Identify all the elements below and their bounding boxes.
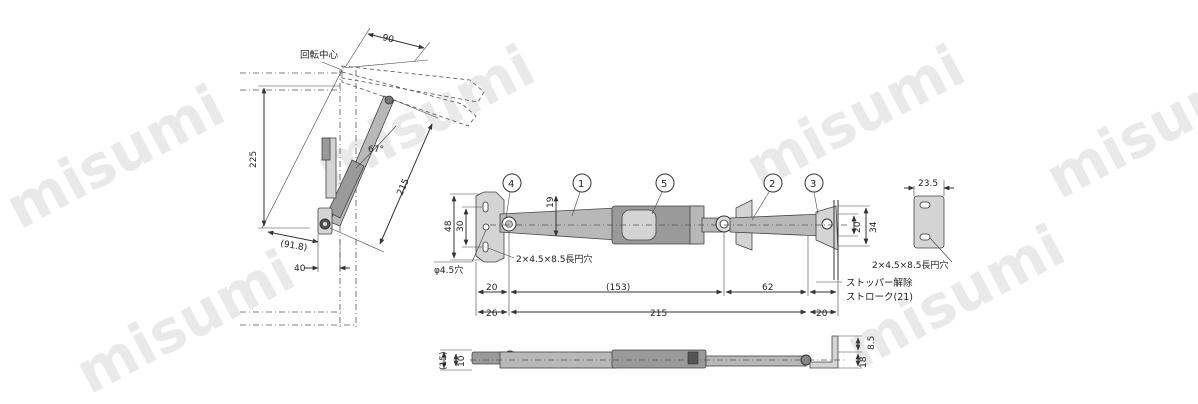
- bracket-view: 23.5 2×4.5×8.5長円穴: [872, 179, 954, 271]
- callout-5: 5: [651, 173, 675, 215]
- dim-91-8: (91.8): [279, 239, 307, 254]
- watermark-text: misumi: [65, 236, 306, 400]
- dim-10: 10: [457, 355, 467, 367]
- dim-20-b: 20: [816, 309, 828, 319]
- dim-19: 19: [546, 196, 556, 208]
- dim-30: 30: [456, 220, 466, 232]
- dim-40: 40: [294, 264, 306, 274]
- slot-note-left: 2×4.5×8.5長円穴: [516, 253, 592, 265]
- dim-153: (153): [606, 283, 630, 293]
- bottom-view: (15) 10 8.5 18: [439, 335, 877, 371]
- main-view: 4 1 5 2 3 48 30: [434, 173, 913, 319]
- dim-8-5: 8.5: [867, 336, 877, 350]
- side-view: 90 回転中心 225 215 67° (91.8) 40: [240, 27, 485, 330]
- dim-26: 26: [486, 309, 498, 319]
- dim-20-c: 20: [853, 221, 863, 233]
- pivot-center-label: 回転中心: [300, 49, 339, 61]
- svg-text:3: 3: [810, 179, 816, 190]
- watermark-text: misumi: [1035, 41, 1198, 212]
- slot-note-right: 2×4.5×8.5長円穴: [872, 259, 948, 271]
- dim-62: 62: [762, 283, 773, 293]
- dim-15: (15): [439, 352, 449, 370]
- dim-34: 34: [869, 221, 879, 233]
- dim-48: 48: [444, 220, 454, 232]
- callout-2: 2: [751, 173, 783, 221]
- side-stay: [317, 95, 395, 235]
- svg-text:4: 4: [508, 179, 514, 190]
- svg-text:5: 5: [661, 179, 667, 190]
- stopper-release-label: ストッパー解除: [846, 277, 913, 289]
- callout-3: 3: [804, 173, 824, 215]
- watermark-text: misumi: [0, 71, 235, 242]
- dim-20-a: 20: [486, 283, 498, 293]
- callout-1: 1: [571, 173, 592, 217]
- dim-215-main: 215: [650, 309, 667, 319]
- dim-215: 215: [396, 177, 412, 197]
- svg-text:2: 2: [769, 179, 775, 190]
- dim-phi45-hole: φ4.5穴: [434, 264, 463, 276]
- stroke-label: ストローク(21): [846, 292, 913, 303]
- dim-225: 225: [249, 151, 259, 168]
- svg-text:1: 1: [578, 179, 584, 190]
- callout-4: 4: [502, 173, 522, 219]
- dim-90: 90: [381, 33, 395, 45]
- dim-23-5: 23.5: [918, 179, 938, 189]
- angle-67: 67°: [368, 145, 384, 155]
- dim-18: 18: [859, 356, 869, 368]
